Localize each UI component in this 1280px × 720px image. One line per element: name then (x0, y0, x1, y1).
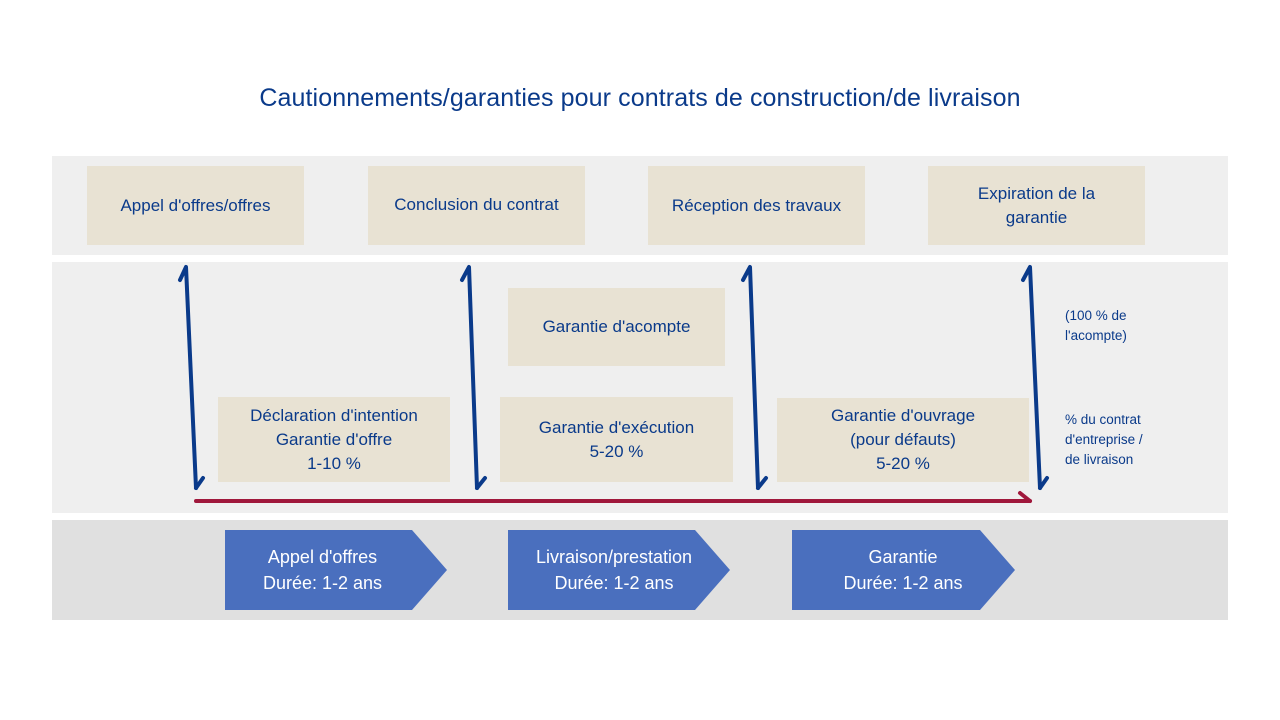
performance-guarantee-line-1: Garantie d'exécution (538, 417, 695, 437)
phase-chevron-delivery (508, 530, 730, 610)
milestone-arrow-3 (741, 265, 768, 490)
milestone-tender: Appel d'offres/offres (87, 166, 304, 245)
phase-delivery-line-2: Durée: 1-2 ans (554, 573, 674, 593)
bid-guarantee-line-2: Garantie d'offre (275, 429, 393, 449)
milestone-tender-line: Appel d'offres/offres (120, 195, 271, 215)
milestone-contract-line: Conclusion du contrat (394, 194, 559, 214)
warranty-guarantee-box: Garantie d'ouvrage (pour défauts) 5-20 % (777, 398, 1029, 482)
phase-label-warranty: Garantie Durée: 1-2 ans (792, 530, 1014, 610)
down-payment-note-line-2: l'acompte) (1065, 328, 1127, 343)
warranty-guarantee-line-3: 5-20 % (876, 454, 930, 473)
phase-tender-line-1: Appel d'offres (267, 547, 378, 567)
bid-guarantee-line-1: Déclaration d'intention (250, 405, 418, 425)
phase-chevron-tender (225, 530, 447, 610)
phase-label-tender: Appel d'offres Durée: 1-2 ans (225, 530, 420, 610)
milestone-acceptance-line: Réception des travaux (671, 195, 842, 215)
performance-guarantee-line-2: 5-20 % (589, 441, 644, 461)
down-payment-guarantee-box: Garantie d'acompte (508, 288, 725, 366)
phase-label-delivery: Livraison/prestation Durée: 1-2 ans (508, 530, 720, 610)
performance-guarantee-box: Garantie d'exécution 5-20 % (500, 397, 733, 482)
down-payment-note-line-1: (100 % de (1065, 308, 1127, 323)
milestone-arrow-2 (460, 265, 487, 490)
milestone-expiry-line-2: garantie (1005, 207, 1068, 227)
milestone-expiry: Expiration de la garantie (928, 166, 1145, 245)
warranty-guarantee-line-2: (pour défauts) (850, 430, 956, 449)
phase-tender-line-2: Durée: 1-2 ans (262, 573, 383, 593)
bid-guarantee-box: Déclaration d'intention Garantie d'offre… (218, 397, 450, 482)
timeline-line (194, 491, 1032, 503)
diagram-title: Cautionnements/garanties pour contrats d… (259, 84, 1021, 112)
contract-note-line-2: d'entreprise / (1065, 432, 1143, 447)
contract-note-line-3: de livraison (1065, 452, 1134, 467)
milestone-arrow-4 (1021, 265, 1049, 490)
milestone-contract: Conclusion du contrat (368, 166, 585, 245)
down-payment-note: (100 % de l'acompte) (1065, 306, 1127, 346)
phase-delivery-line-1: Livraison/prestation (535, 547, 693, 567)
milestone-expiry-line-1: Expiration de la (977, 183, 1096, 203)
contract-note-line-1: % du contrat (1065, 412, 1141, 427)
contract-percentage-note: % du contrat d'entreprise / de livraison (1065, 410, 1143, 470)
warranty-guarantee-line-1: Garantie d'ouvrage (830, 406, 976, 425)
milestone-acceptance: Réception des travaux (648, 166, 865, 245)
phase-chevron-warranty (792, 530, 1015, 610)
down-payment-guarantee-line: Garantie d'acompte (542, 317, 691, 336)
milestone-arrow-1 (178, 265, 205, 490)
phase-warranty-line-1: Garantie (868, 547, 938, 567)
bid-guarantee-line-3: 1-10 % (307, 453, 361, 473)
phase-warranty-line-2: Durée: 1-2 ans (843, 573, 963, 593)
